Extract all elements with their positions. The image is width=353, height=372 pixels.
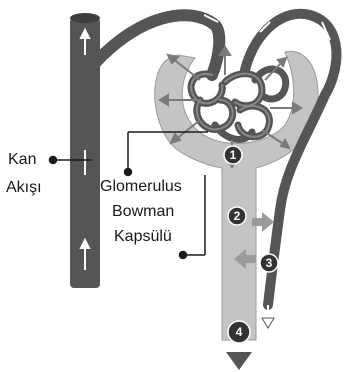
marker-1: 1 [230, 148, 237, 162]
label-glomerulus: Glomerulus [100, 178, 182, 195]
marker-3: 3 [266, 256, 273, 270]
label-bowman-line2: Kapsülü [114, 228, 172, 245]
label-blood-flow-line1: Kan [8, 151, 36, 168]
bowman-capsule [155, 51, 318, 340]
label-blood-flow-line2: Akışı [6, 179, 42, 196]
label-bowman-line1: Bowman [112, 203, 174, 220]
marker-4: 4 [236, 325, 243, 339]
marker-2: 2 [234, 209, 241, 223]
